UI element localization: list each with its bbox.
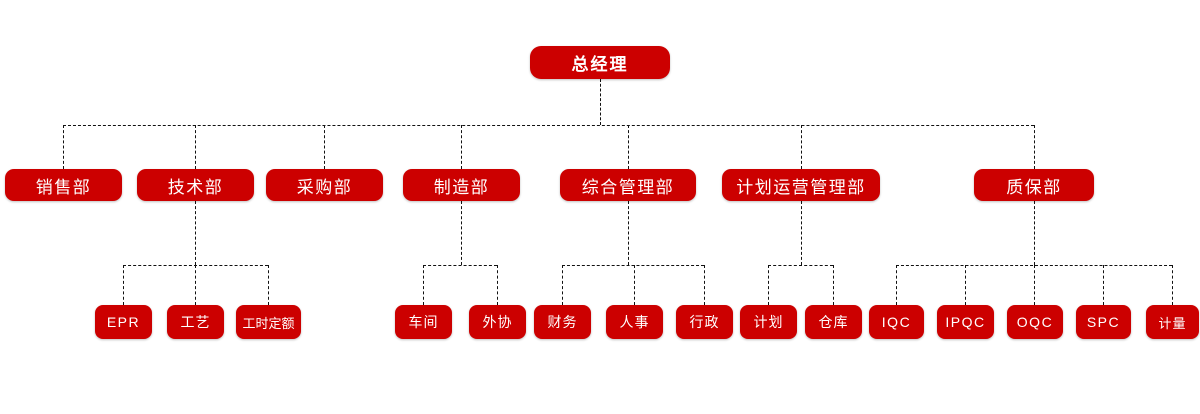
connector-drop-oqc (1034, 265, 1035, 305)
connector-stem-planning-operations (801, 201, 802, 265)
node-metrology[interactable]: 计量 (1146, 305, 1199, 339)
connector-drop-finance (562, 265, 563, 305)
node-finance[interactable]: 财务 (534, 305, 591, 339)
node-outsourcing[interactable]: 外协 (469, 305, 526, 339)
node-manufacturing-department[interactable]: 制造部 (403, 169, 520, 201)
connector-drop-planning-operations (801, 125, 802, 169)
connector-drop-general-management (628, 125, 629, 169)
connector-drop-outsourcing (497, 265, 498, 305)
connector-drop-iqc (896, 265, 897, 305)
connector-bus-manufacturing (423, 265, 497, 266)
connector-stem-manufacturing (461, 201, 462, 265)
connector-stem-technology (195, 201, 196, 265)
connector-stem-quality-assurance (1034, 201, 1035, 265)
node-warehouse[interactable]: 仓库 (805, 305, 862, 339)
node-human-resources[interactable]: 人事 (606, 305, 663, 339)
node-iqc[interactable]: IQC (869, 305, 924, 339)
node-oqc[interactable]: OQC (1007, 305, 1063, 339)
node-spc[interactable]: SPC (1076, 305, 1131, 339)
connector-drop-human-resources (634, 265, 635, 305)
connector-drop-procurement (324, 125, 325, 169)
node-epr[interactable]: EPR (95, 305, 152, 339)
connector-drop-spc (1103, 265, 1104, 305)
node-labor-hour-quota[interactable]: 工时定额 (236, 305, 301, 339)
connector-root-stem (600, 79, 601, 125)
connector-drop-metrology (1172, 265, 1173, 305)
node-process[interactable]: 工艺 (167, 305, 224, 339)
connector-drop-sales (63, 125, 64, 169)
connector-drop-epr (123, 265, 124, 305)
node-procurement-department[interactable]: 采购部 (266, 169, 383, 201)
connector-drop-technology (195, 125, 196, 169)
node-technology-department[interactable]: 技术部 (137, 169, 254, 201)
connector-stem-general-management (628, 201, 629, 265)
connector-drop-manufacturing (461, 125, 462, 169)
connector-drop-administration (704, 265, 705, 305)
node-planning[interactable]: 计划 (740, 305, 797, 339)
node-ipqc[interactable]: IPQC (937, 305, 994, 339)
connector-drop-workshop (423, 265, 424, 305)
node-administration[interactable]: 行政 (676, 305, 733, 339)
connector-drop-process (195, 265, 196, 305)
connector-bus-planning-operations (768, 265, 833, 266)
connector-drop-planning (768, 265, 769, 305)
node-workshop[interactable]: 车间 (395, 305, 452, 339)
connector-bus-general-management (562, 265, 704, 266)
node-general-management-department[interactable]: 综合管理部 (560, 169, 696, 201)
node-general-manager[interactable]: 总经理 (530, 46, 670, 79)
connector-drop-warehouse (833, 265, 834, 305)
connector-department-bus (63, 125, 1034, 126)
connector-drop-labor-quota (268, 265, 269, 305)
node-quality-assurance-department[interactable]: 质保部 (974, 169, 1094, 201)
connector-drop-ipqc (965, 265, 966, 305)
node-sales-department[interactable]: 销售部 (5, 169, 122, 201)
node-planning-operations-department[interactable]: 计划运营管理部 (722, 169, 880, 201)
connector-drop-quality-assurance (1034, 125, 1035, 169)
